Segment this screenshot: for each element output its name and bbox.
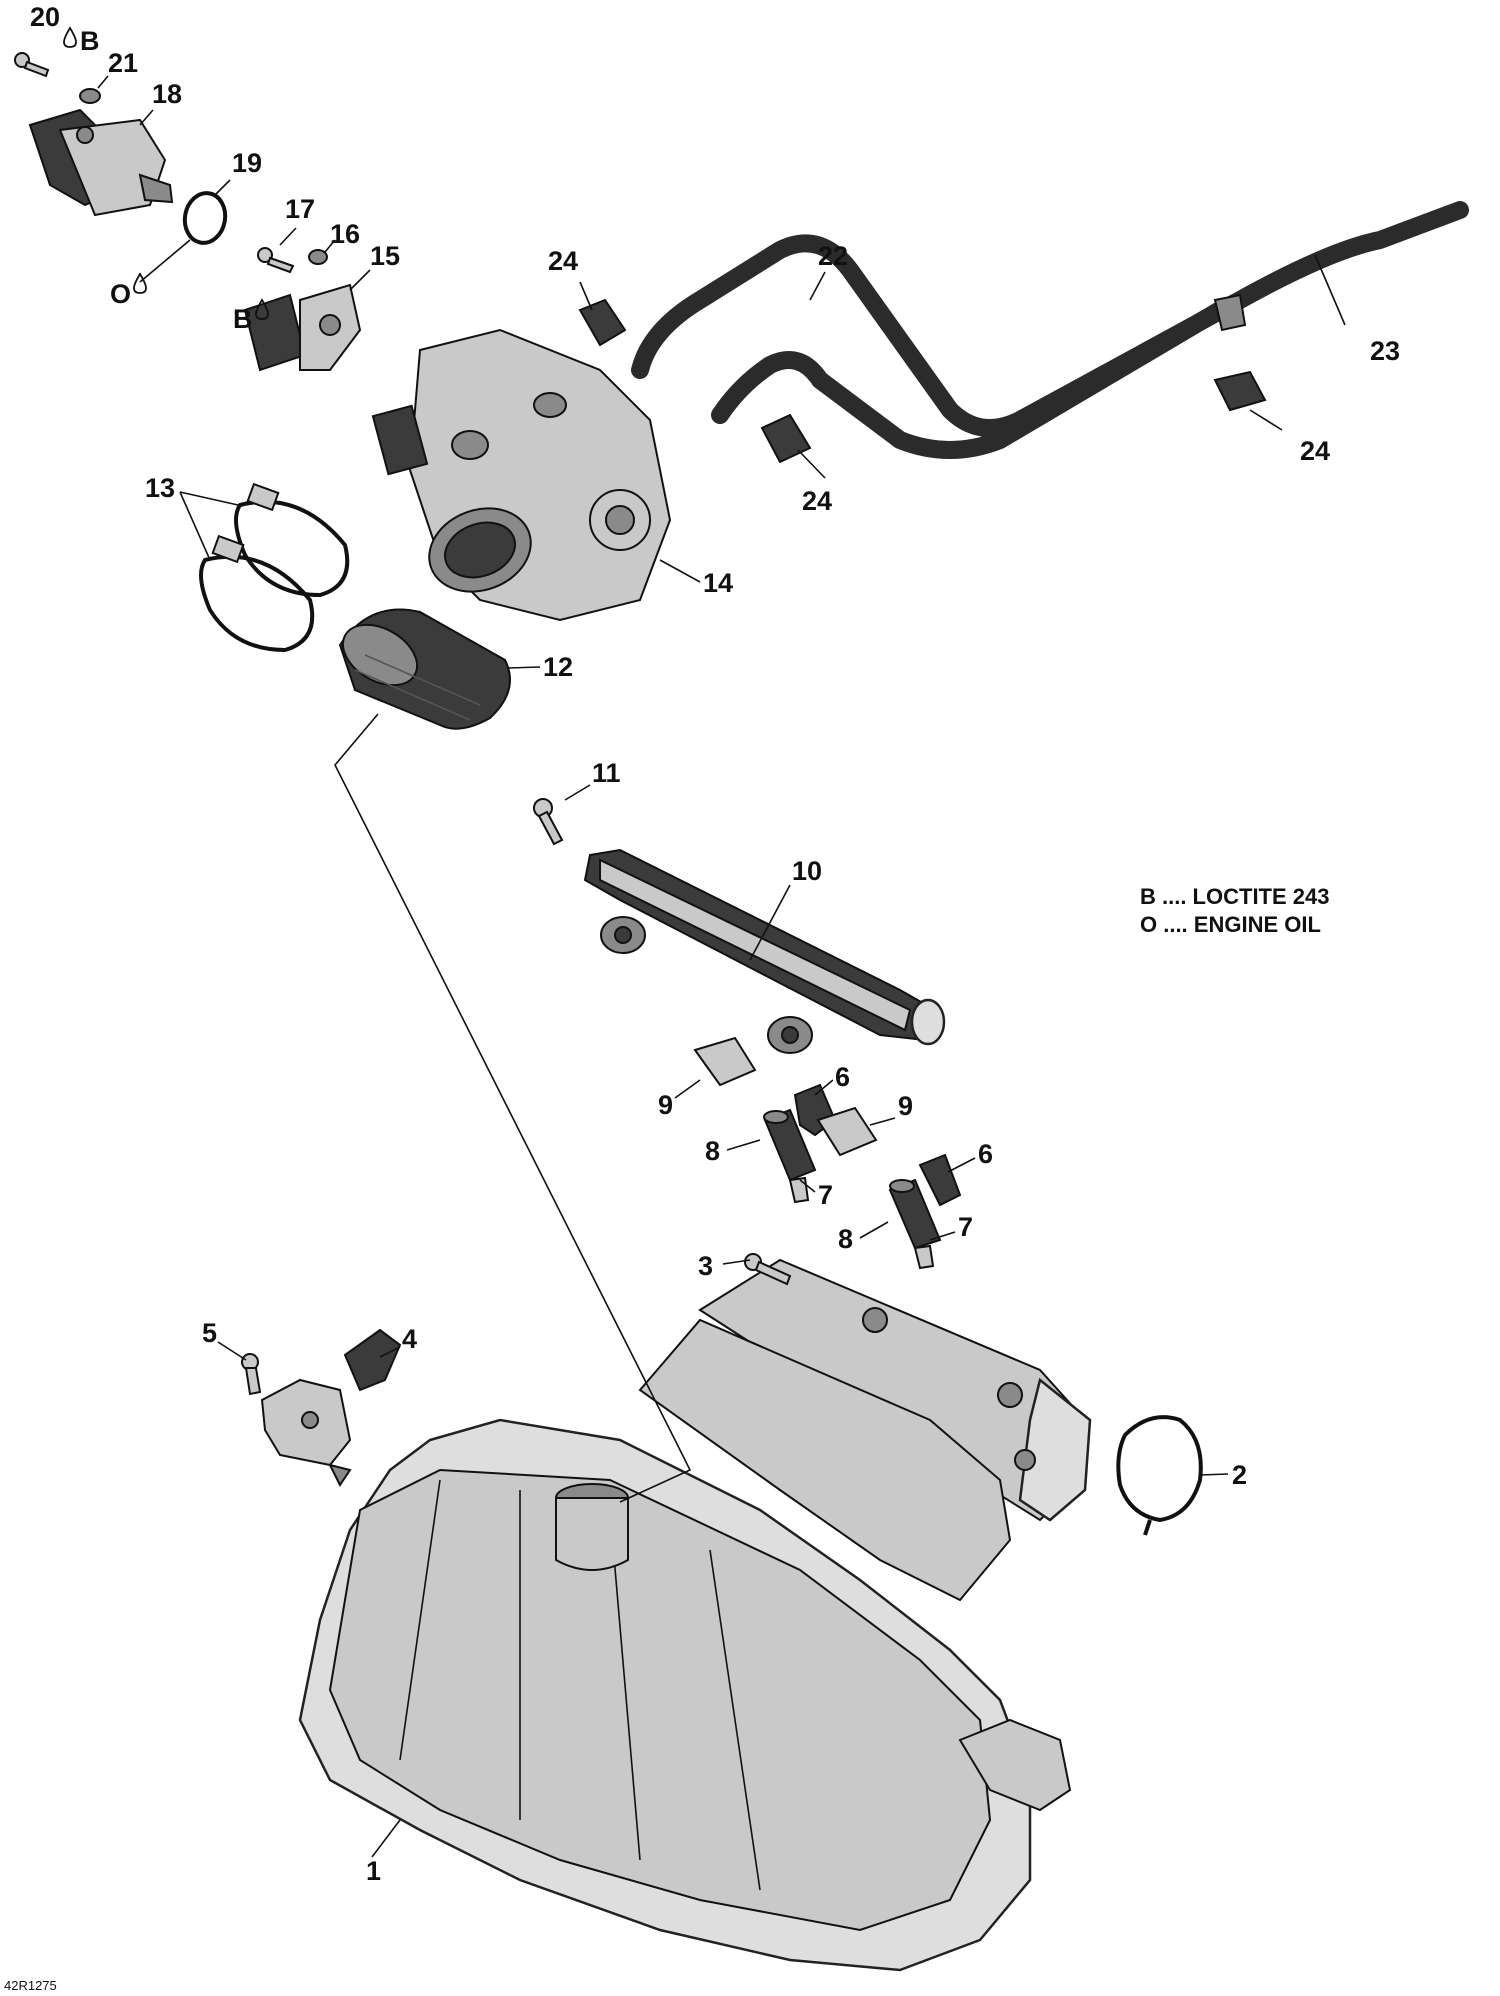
part-16-washer bbox=[308, 249, 328, 265]
part-12-adapter-sleeve bbox=[338, 608, 511, 730]
part-22-23-hoses bbox=[631, 201, 1469, 459]
part-4-sensor bbox=[260, 1328, 402, 1487]
callout-6b: 6 bbox=[978, 1139, 993, 1169]
callout-10: 10 bbox=[792, 856, 822, 886]
part-1-intake-manifold bbox=[298, 1258, 1092, 1972]
part-11-screw bbox=[533, 798, 564, 846]
part-17-screw bbox=[257, 247, 295, 274]
legend: B .... LOCTITE 243 O .... ENGINE OIL bbox=[1140, 884, 1329, 937]
part-15-sensor bbox=[243, 283, 362, 372]
callout-8b: 8 bbox=[838, 1224, 853, 1254]
drop-icon bbox=[255, 298, 269, 320]
callouts: 1 2 3 4 5 6 6 7 7 8 8 9 9 10 11 12 13 14… bbox=[30, 2, 1400, 1886]
callout-21: 21 bbox=[108, 48, 138, 78]
part-20-screw bbox=[14, 52, 50, 78]
callout-6a: 6 bbox=[835, 1062, 850, 1092]
callout-1: 1 bbox=[366, 1856, 381, 1886]
callout-9a: 9 bbox=[658, 1090, 673, 1120]
callout-12: 12 bbox=[543, 652, 573, 682]
part-3-screw bbox=[744, 1253, 792, 1286]
part-9-clip-1 bbox=[693, 1036, 757, 1087]
callout-5: 5 bbox=[202, 1318, 217, 1348]
part-24-clamp-3 bbox=[1213, 370, 1267, 412]
part-19-o-ring bbox=[182, 191, 228, 245]
leader-lines bbox=[97, 75, 1346, 1858]
part-18-idle-valve bbox=[28, 108, 174, 217]
part-10-fuel-rail bbox=[583, 848, 946, 1054]
assembly-line bbox=[334, 713, 692, 1503]
drop-icon bbox=[63, 26, 77, 48]
part-5-screw bbox=[241, 1353, 262, 1396]
callout-23: 23 bbox=[1370, 336, 1400, 366]
callout-15: 15 bbox=[370, 241, 400, 271]
figure-id: 42R1275 bbox=[4, 1978, 57, 1993]
callout-20: 20 bbox=[30, 2, 60, 32]
part-13-clamps bbox=[199, 482, 350, 653]
part-14-throttle-body bbox=[371, 328, 672, 622]
callout-22: 22 bbox=[818, 241, 848, 271]
drop-icon bbox=[133, 272, 147, 294]
part-2-o-ring bbox=[1116, 1415, 1203, 1536]
callout-24c: 24 bbox=[1300, 436, 1330, 466]
callout-2: 2 bbox=[1232, 1460, 1247, 1490]
part-6-7-8-injector-2 bbox=[888, 1153, 962, 1270]
callout-17: 17 bbox=[285, 194, 315, 224]
callout-8a: 8 bbox=[705, 1136, 720, 1166]
symbol-b-top: B bbox=[80, 26, 100, 56]
part-9-clip-2 bbox=[816, 1106, 878, 1157]
symbol-b-left: B bbox=[233, 304, 253, 334]
callout-19: 19 bbox=[232, 148, 262, 178]
callout-4: 4 bbox=[402, 1324, 417, 1354]
legend-engine-oil: O .... ENGINE OIL bbox=[1140, 912, 1321, 937]
callout-24b: 24 bbox=[802, 486, 832, 516]
material-symbols: B O B bbox=[80, 26, 253, 334]
part-6-7-8-injector-1 bbox=[763, 1083, 837, 1204]
symbol-o-left: O bbox=[110, 279, 131, 309]
callout-3: 3 bbox=[698, 1251, 713, 1281]
callout-14: 14 bbox=[703, 568, 733, 598]
callout-16: 16 bbox=[330, 219, 360, 249]
callout-7b: 7 bbox=[958, 1212, 973, 1242]
callout-7a: 7 bbox=[818, 1180, 833, 1210]
part-24-clamp-1 bbox=[578, 298, 627, 347]
callout-13: 13 bbox=[145, 473, 175, 503]
callout-11: 11 bbox=[592, 758, 621, 788]
callout-9b: 9 bbox=[898, 1091, 913, 1121]
legend-loctite: B .... LOCTITE 243 bbox=[1140, 884, 1329, 909]
part-21-washer bbox=[79, 88, 101, 104]
callout-18: 18 bbox=[152, 79, 182, 109]
callout-24a: 24 bbox=[548, 246, 578, 276]
